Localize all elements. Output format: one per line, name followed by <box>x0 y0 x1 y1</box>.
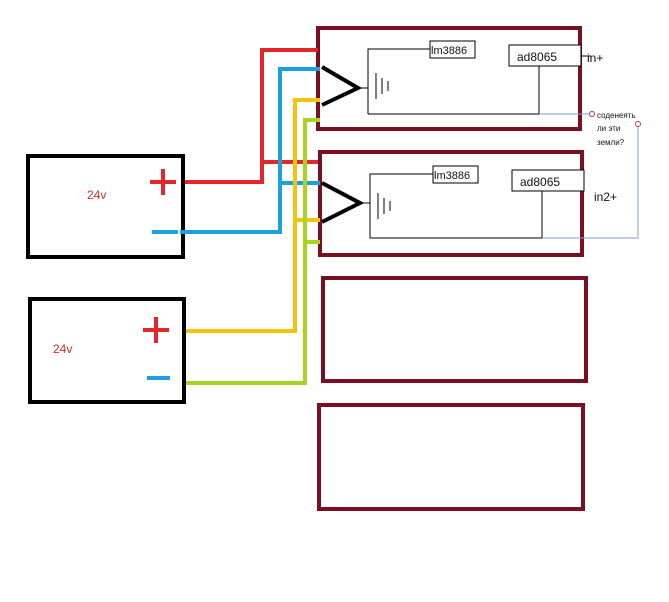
supply-1-voltage: 24v <box>87 188 106 202</box>
ground-question-text: соденеять ли эти земли? <box>597 111 636 147</box>
module-2-dac-chip-box <box>511 169 585 192</box>
svg-text:соденеять: соденеять <box>597 111 636 120</box>
module-1-amp-triangle-icon <box>320 65 363 107</box>
wire-red-positive <box>185 48 318 184</box>
amplifier-module-2 <box>318 150 584 257</box>
power-supply-2 <box>28 297 186 404</box>
module-2-dac-chip-label: ad8065 <box>520 175 560 189</box>
ground-link-lines <box>539 113 639 239</box>
module-2-amp-chip-label: lm3886 <box>434 170 470 182</box>
empty-module-3 <box>321 276 588 383</box>
module-2-amp-chip-box <box>432 165 479 184</box>
module-1-capacitor-icon <box>375 73 389 99</box>
power-supply-1 <box>26 154 185 259</box>
svg-text:ли эти: ли эти <box>597 124 620 133</box>
module-1-input-label: in+ <box>587 51 603 65</box>
supply-1-plus-terminal <box>150 169 176 195</box>
ground-node-2 <box>635 121 641 127</box>
module-1-amp-chip-box <box>429 40 476 59</box>
wire-lime-negative <box>186 118 320 385</box>
module-2-input-label: in2+ <box>594 190 617 204</box>
module-2-circuit: lm3886 ad8065 in2+ <box>321 165 617 239</box>
module-2-amp-triangle-icon <box>321 181 365 224</box>
supply-2-plus-terminal <box>143 317 169 343</box>
module-1-amp-chip-label: lm3886 <box>431 45 467 57</box>
wire-yellow-positive <box>186 98 320 333</box>
module-1-circuit: lm3886 ad8065 in+ <box>320 40 603 115</box>
svg-text:земли?: земли? <box>597 138 625 147</box>
empty-module-4 <box>317 403 585 511</box>
module-1-dac-chip-label: ad8065 <box>517 50 557 64</box>
ground-node-1 <box>589 111 595 117</box>
module-2-capacitor-icon <box>377 193 391 219</box>
amplifier-module-1 <box>316 26 582 131</box>
wire-blue-negative <box>180 67 320 234</box>
supply-2-voltage: 24v <box>53 342 72 356</box>
